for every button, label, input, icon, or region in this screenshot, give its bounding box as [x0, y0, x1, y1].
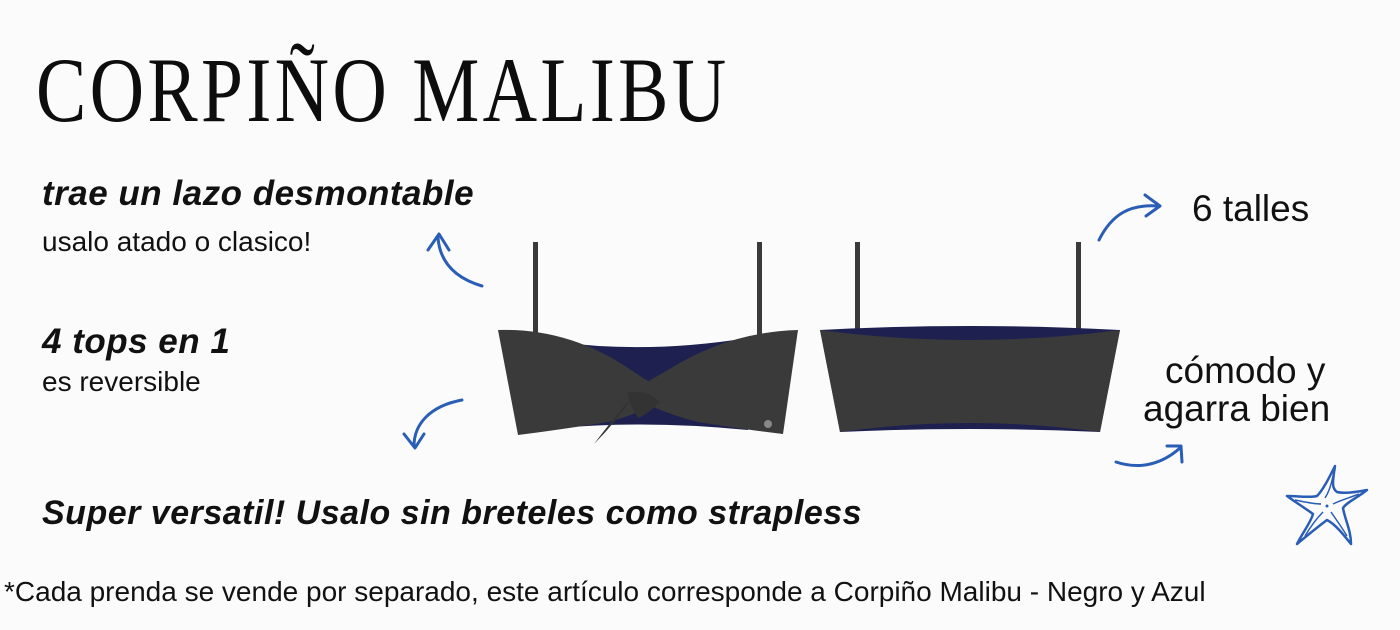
feature-tops-heading: 4 tops en 1 — [42, 322, 231, 361]
garment-front-bow-image — [498, 242, 798, 444]
starfish-icon — [1285, 464, 1369, 546]
feature-tops-sub: es reversible — [42, 366, 201, 397]
footnote: *Cada prenda se vende por separado, este… — [4, 576, 1206, 607]
feature-talles: 6 talles — [1192, 188, 1310, 229]
feature-comodo-line1: cómodo y — [1165, 350, 1326, 391]
feature-comodo-line2: agarra bien — [1143, 388, 1331, 429]
page-title: CORPIÑO MALIBU — [36, 39, 730, 141]
garment-back-plain-image — [820, 242, 1120, 432]
feature-lazo-sub: usalo atado o clasico! — [42, 226, 312, 257]
feature-lazo-heading: trae un lazo desmontable — [42, 174, 475, 213]
feature-versatil-heading: Super versatil! Usalo sin breteles como … — [42, 494, 863, 532]
